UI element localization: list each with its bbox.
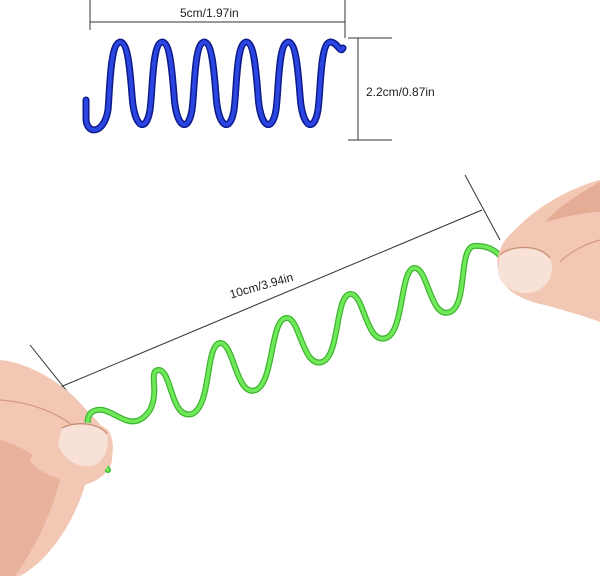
blue-diameter-dimension [348, 37, 392, 141]
blue-length-dimension [89, 0, 346, 38]
right-hand [497, 180, 600, 322]
green-spring [84, 242, 505, 473]
left-thumb [30, 422, 113, 481]
blue-spring [82, 38, 347, 134]
blue-length-label: 5cm/1.97in [180, 6, 239, 20]
blue-diameter-label: 2.2cm/0.87in [366, 85, 435, 99]
